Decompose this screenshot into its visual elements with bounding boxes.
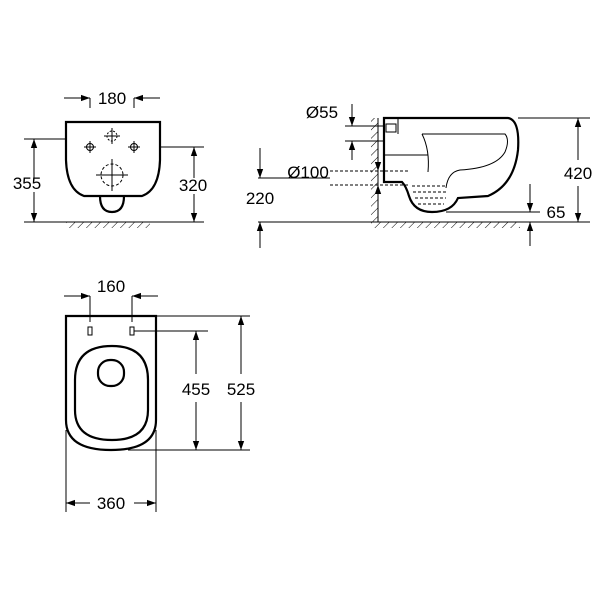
pipe-small-diameter-label: Ø55 [306, 103, 338, 122]
hole-spacing-label: 160 [97, 277, 125, 296]
floor-gap-label: 65 [547, 203, 566, 222]
front-view: 180 355 320 [13, 89, 207, 228]
side-view-floor-hatch [371, 222, 520, 228]
top-view-outline [64, 314, 158, 452]
front-view-floor-hatch [66, 222, 150, 228]
mounting-hole-left [84, 141, 96, 153]
top-view-drain [96, 358, 126, 388]
water-inlet-hole [104, 128, 120, 144]
top-view: 160 455 525 360 [64, 277, 255, 513]
top-view-bowl-inner [73, 344, 150, 442]
seat-hole-left [87, 326, 93, 336]
side-view: Ø55 Ø100 220 420 65 [246, 103, 592, 248]
pipe-large-diameter-label: Ø100 [287, 163, 329, 182]
side-view-bowl-inner [422, 133, 508, 189]
inner-length-label: 455 [182, 380, 210, 399]
side-view-wall-hatch [371, 118, 378, 222]
drain-hole [96, 159, 128, 191]
total-length-label: 525 [227, 380, 255, 399]
outlet-height-label: 220 [246, 189, 274, 208]
seat-hole-right [129, 326, 135, 336]
front-view-lip [98, 195, 126, 214]
mounting-hole-right [128, 141, 140, 153]
front-inlet-height-label: 320 [179, 176, 207, 195]
front-view-body [64, 120, 162, 198]
front-height-label: 355 [13, 174, 41, 193]
front-width-label: 180 [98, 89, 126, 108]
side-view-body [382, 116, 520, 214]
top-width-label: 360 [97, 494, 125, 513]
total-height-label: 420 [564, 164, 592, 183]
side-view-water-lines [412, 185, 446, 205]
